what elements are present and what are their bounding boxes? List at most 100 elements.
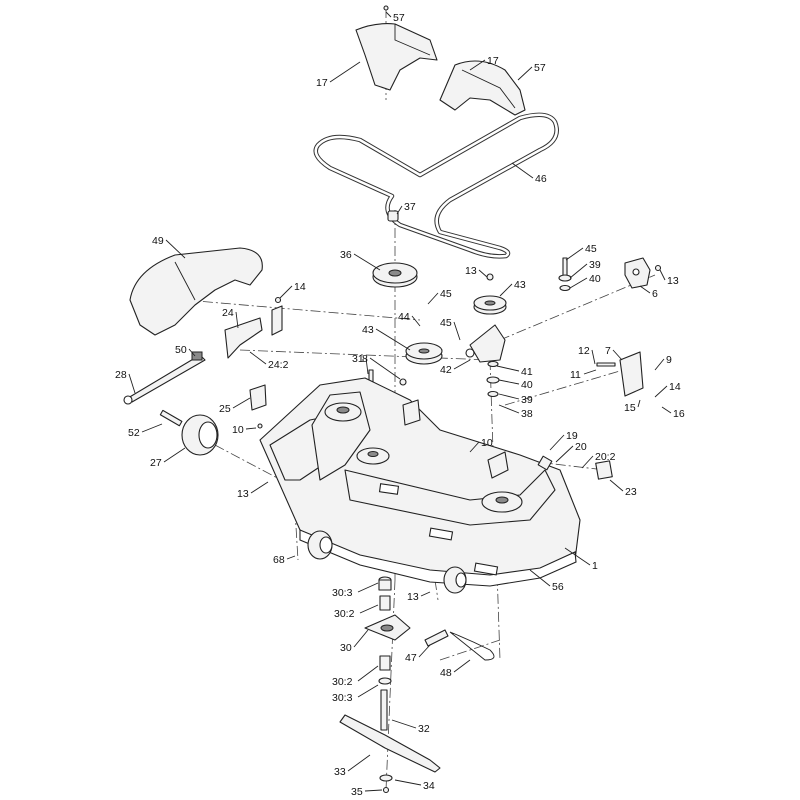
leader-line [353,253,381,271]
callout-c7: 7 [605,345,623,361]
callout-label: 30 [340,642,352,654]
callout-c45c: 45 [440,317,461,341]
idler-pulley-43-right [473,295,507,315]
callout-label: 45 [440,317,452,329]
callout-label: 38 [521,408,533,420]
callout-c45b: 45 [427,288,452,305]
leader-line [529,569,551,587]
callout-label: 13 [465,265,477,277]
bracket-6 [624,257,662,289]
leader-line [478,269,488,278]
drive-belt-46 [313,112,559,259]
callout-label: 30:2 [334,608,355,620]
callout-label: 36 [340,249,352,261]
leader-line [498,393,520,400]
callout-c30_3a: 30:3 [332,582,379,599]
callout-label: 49 [152,235,164,247]
leader-line [418,644,431,658]
bracket-25 [249,384,267,429]
callout-label: 43 [362,324,374,336]
callout-c20_2: 20:2 [581,451,616,469]
callout-c28: 28 [115,369,136,394]
callout-c1: 1 [564,547,598,572]
callout-label: 35 [351,786,363,798]
leader-line [357,582,379,593]
leader-line [565,247,584,261]
fitting-20 [537,455,613,480]
callout-c43a: 43 [499,279,526,297]
callout-c10a: 10 [232,424,257,436]
callout-c39a: 39 [569,259,601,279]
callout-c52: 52 [128,423,163,439]
leader-line [359,604,379,614]
callout-c17b: 17 [469,55,499,71]
callout-c24_2: 24:2 [249,351,289,371]
callout-c44: 44 [398,311,421,327]
mower-deck-1 [259,377,581,594]
callout-c16: 16 [661,406,685,420]
callout-label: 30:3 [332,587,353,599]
leader-line [385,11,392,18]
belt-cover-17-right [439,60,526,116]
callout-label: 40 [521,379,533,391]
callout-label: 28 [115,369,127,381]
callout-label: 16 [673,408,685,420]
leader-line [564,547,591,566]
callout-c12: 12 [578,345,596,365]
spring-47 [424,629,495,661]
leader-line [357,665,379,682]
callout-label: 37 [404,201,416,213]
wheel-27 [159,409,219,456]
callout-label: 24:2 [268,359,289,371]
callout-label: 44 [398,311,410,323]
callout-label: 45 [440,288,452,300]
callout-c37: 37 [396,201,416,215]
leader-line [375,328,411,351]
callout-c30_3b: 30:3 [332,684,379,704]
leader-line [591,349,596,365]
callout-label: 13 [237,488,249,500]
callout-label: 20:2 [595,451,616,463]
callout-c47: 47 [405,644,431,664]
callout-c35: 35 [351,786,383,798]
callout-c31: 31 [352,353,369,375]
bracket-center [402,399,509,479]
spindle-30 [364,576,411,731]
callout-c57b: 57 [517,62,546,81]
leader-line [141,423,163,433]
callout-c14b: 14 [654,381,681,398]
callout-c56: 56 [529,569,564,593]
callout-label: 27 [150,457,162,469]
callout-label: 10 [232,424,244,436]
callout-label: 45 [585,243,597,255]
leader-line [279,285,293,299]
callout-c39b: 39 [498,393,533,406]
leader-line [639,285,651,294]
leader-line [250,481,269,494]
callout-label: 14 [669,381,681,393]
callout-c30_2b: 30:2 [332,665,379,688]
leader-line [128,373,136,394]
leader-line [427,292,439,305]
bolt-57-top [383,5,389,11]
callout-c33: 33 [334,754,371,778]
leader-line [163,447,186,463]
callout-c45a: 45 [565,243,597,261]
callout-label: 32 [418,723,430,735]
callout-c9: 9 [654,354,672,371]
callout-c34: 34 [394,779,435,792]
callout-label: 12 [578,345,590,357]
bolt-45-top [558,257,572,292]
callout-c41: 41 [496,365,533,378]
idler-pulley-43-mid [405,342,443,365]
leader-line [394,779,422,786]
leader-line [391,719,417,729]
washers-stack [486,360,500,398]
callout-c40a: 40 [569,273,601,289]
callout-label: 13 [407,591,419,603]
callout-c38: 38 [498,404,533,420]
callout-c15: 15 [624,399,641,414]
callout-label: 33 [334,766,346,778]
leader-line [420,591,431,597]
